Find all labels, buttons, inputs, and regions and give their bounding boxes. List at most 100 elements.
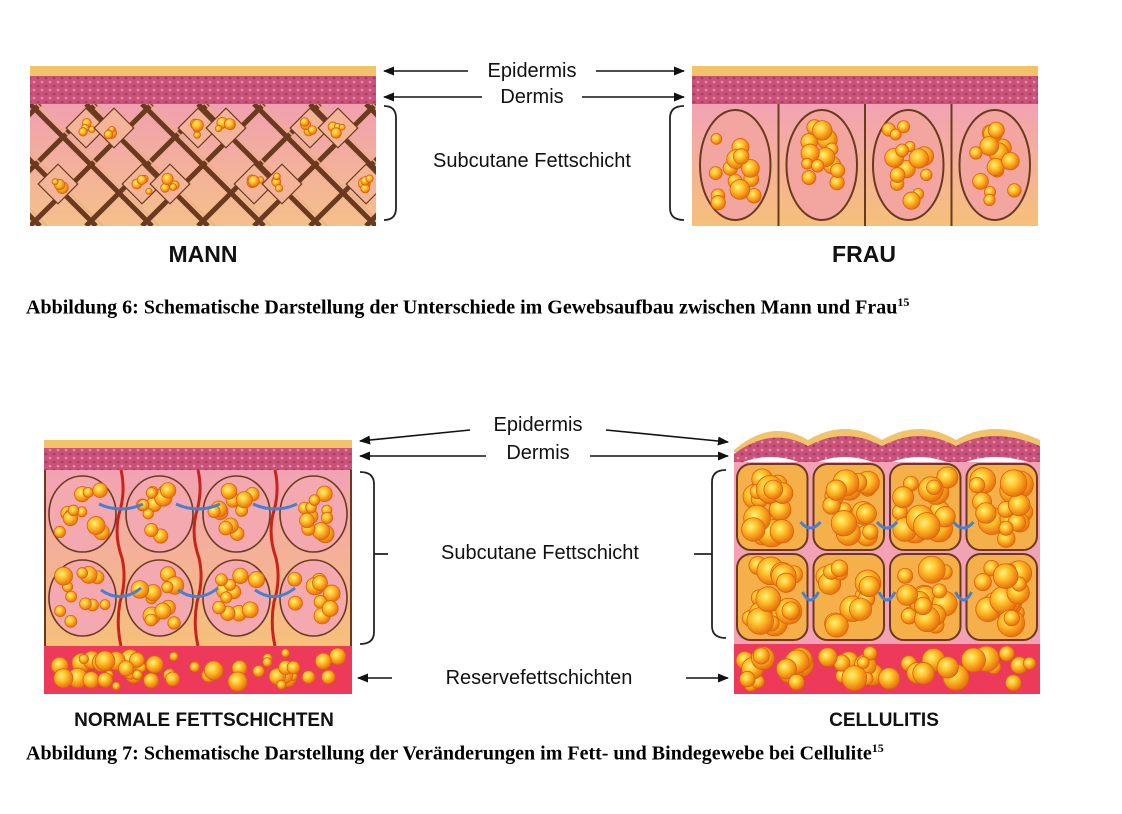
fig6-epidermis-label: Epidermis (488, 60, 577, 82)
normal-reserve-cells (50, 647, 347, 692)
normal-reserve-cell (78, 653, 89, 665)
figure6-caption-text: Abbildung 6: Schematische Darstellung de… (26, 296, 898, 319)
normal-fat-cell (161, 581, 174, 594)
normal-reserve-cell (132, 669, 143, 681)
mann-fat-cells (37, 107, 376, 205)
normal-fat-cell (159, 482, 177, 499)
cellulitis-fat-cell (917, 555, 946, 584)
normal-reserve-cell (252, 665, 265, 678)
mann-septum-highlight (36, 104, 160, 226)
cellulitis-vessel-blue (875, 520, 899, 602)
cellulitis-fat-cell (931, 583, 947, 599)
mann-fat-cell (88, 125, 96, 134)
mann-fat-cell (161, 172, 174, 186)
normal-reserve-cell (262, 657, 273, 668)
cellulitis-fat-chambers (736, 463, 1038, 641)
frau-fat-cell (801, 170, 817, 185)
normal-fat-cell (241, 601, 259, 619)
frau-fat-cell (897, 120, 911, 134)
normal-reserve-cell (53, 668, 74, 689)
normal-dermis (44, 448, 352, 470)
cellulitis-fat-cell (741, 517, 766, 542)
figure7-annotations: Epidermis Dermis Subcutane Fettschicht R… (74, 414, 939, 731)
cellulitis-fat-cell (763, 479, 784, 500)
normal-reserve-cell (82, 671, 100, 689)
cellulitis-fat-cell (849, 597, 873, 621)
normal-vessel-red (115, 469, 126, 647)
fig6-subcutaneous-label: Subcutane Fettschicht (433, 150, 631, 172)
normal-fat-cell (320, 511, 334, 524)
cellulitis-fat-cell (1003, 609, 1021, 627)
frau-fat-cell (812, 120, 833, 141)
cellulitis-reserve-cell (878, 667, 901, 690)
normal-fat-cell (232, 567, 249, 584)
cellulitis-reserve-cell (1005, 674, 1022, 692)
cellulitis-fat-cell (755, 586, 781, 612)
mann-septum (308, 156, 376, 226)
normal-vessel-blue (98, 502, 144, 598)
normal-reserve-cell (189, 661, 201, 673)
normal-lobule (125, 475, 194, 553)
fig7-left-brace (359, 471, 375, 645)
mann-fat-cell (214, 124, 223, 133)
normal-fat-cell (86, 516, 106, 535)
cellulitis-fat-cell (975, 502, 997, 524)
normal-fat-cell (67, 504, 80, 517)
frau-fat-cell (889, 128, 902, 141)
fig7-epidermis-arrow-left (358, 429, 471, 445)
cellulitis-fat-cell (830, 559, 849, 578)
cellulitis-fat-cell (992, 563, 1019, 589)
cellulitis-vessel-blue (799, 520, 822, 602)
normal-fat-cell (212, 600, 226, 615)
normal-fat-cell (321, 600, 339, 618)
normal-reserve-cell (97, 672, 113, 688)
frau-fat-cell (889, 167, 906, 183)
figure6-frau-panel (692, 66, 1038, 226)
normal-reserve-cell (165, 671, 181, 687)
normal-reserve-cell (227, 671, 248, 692)
frau-fat-cell (969, 146, 983, 160)
mann-fat-cell (247, 175, 260, 188)
normal-fat-cell (299, 512, 315, 529)
frau-fat-cell (1001, 152, 1020, 171)
normal-fat-cell (92, 482, 108, 498)
cellulitis-fat-cell (926, 479, 942, 496)
mann-fat-cell (274, 184, 284, 193)
normal-reserve-cell (94, 650, 116, 672)
cellulitis-fat-cell (856, 503, 877, 525)
normal-fat-cell (65, 590, 78, 603)
normal-reserve-cell (145, 655, 164, 674)
normal-fat-cell (220, 482, 238, 500)
normal-fat-cell (144, 523, 159, 538)
figure7-caption-ref: 15 (871, 741, 884, 755)
cellulitis-reserve-cell (775, 658, 797, 680)
figure7-caption: Abbildung 7: Schematische Darstellung de… (26, 736, 1086, 766)
normal-fat-cell (287, 571, 303, 587)
figure6-mann-panel (30, 66, 376, 226)
fig7-epidermis-arrow-right (605, 429, 730, 446)
normal-vessel-red (192, 469, 203, 647)
normal-fat-cell (54, 605, 67, 617)
mann-fat-cell (338, 123, 346, 131)
normal-fat-cell (312, 522, 331, 541)
cellulitis-fat-cell (936, 466, 959, 489)
frau-fat-cell (983, 193, 996, 206)
normal-fat-cell (287, 595, 303, 611)
frau-fat-cell (733, 148, 750, 165)
cellulitis-vessel-blue (952, 520, 975, 602)
mann-epidermis (30, 66, 376, 76)
cellulitis-reserve-cell (817, 647, 838, 667)
normal-fat-cell (145, 487, 158, 499)
mann-fat-cell (223, 118, 236, 130)
mann-fat-cell (169, 183, 177, 191)
mann-fat-cell (307, 125, 318, 135)
cellulitis-reserve-cell (788, 673, 805, 691)
mann-fat-cell (299, 117, 310, 127)
figure6-caption-ref: 15 (897, 295, 910, 309)
mann-fat-cell (103, 129, 114, 140)
cellulitis-reserve-cell (912, 662, 935, 685)
frau-fat-chambers (699, 104, 1031, 226)
fig7-right-brace (711, 469, 727, 639)
cellulitis-reserve-cell (739, 670, 756, 688)
